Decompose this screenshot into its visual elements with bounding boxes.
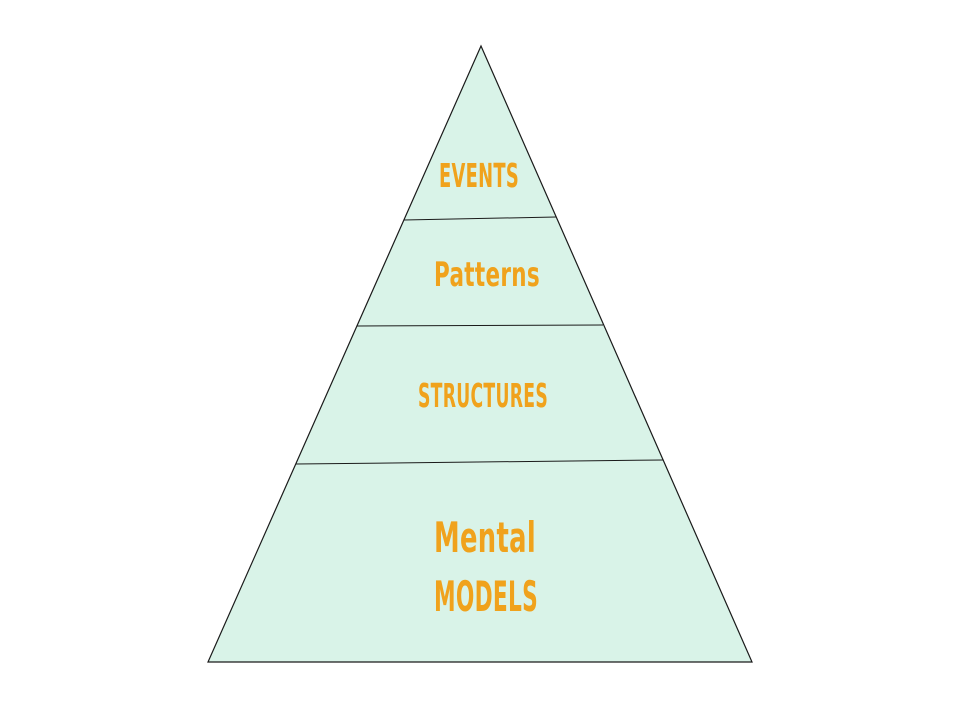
layer-label-patterns: Patterns: [434, 255, 540, 295]
layer-label-structures: STRUCTURES: [418, 376, 548, 415]
divider-patterns-structures: [356, 324, 604, 327]
divider-events-patterns: [403, 216, 557, 221]
pyramid-fill: [207, 44, 753, 663]
layer-label-models: MODELS: [434, 572, 538, 621]
layer-label-events: EVENTS: [439, 156, 519, 195]
divider-structures-mental-models: [295, 459, 664, 465]
layer-label-mental: Mental: [434, 513, 536, 562]
